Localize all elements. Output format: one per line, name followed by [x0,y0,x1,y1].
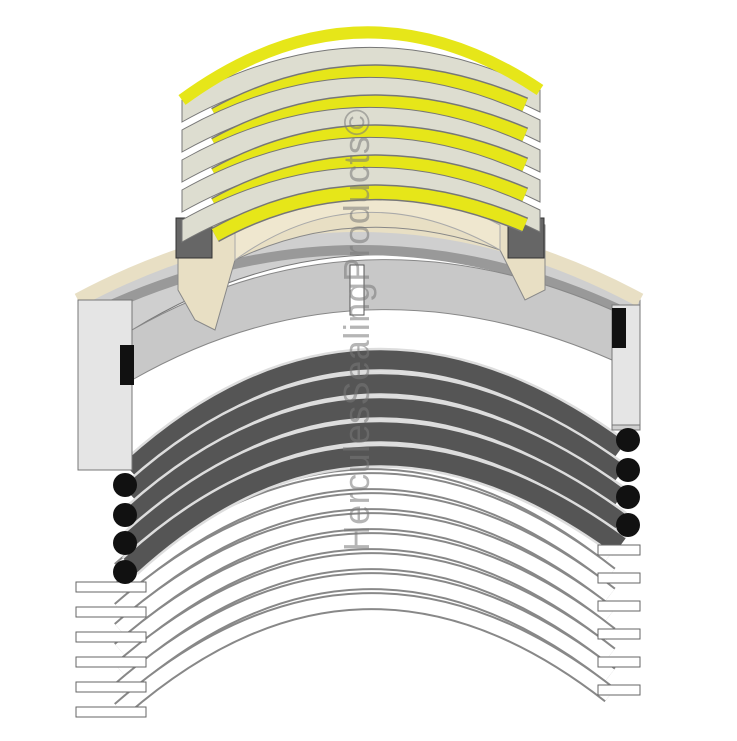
ring-cross-sections [75,299,641,718]
right-ring-section [597,684,641,696]
white-backup-rings [114,432,616,717]
dark-ring [123,422,626,550]
right-ring-section [597,572,641,584]
white-ring [115,474,615,596]
dark-ring [123,374,626,502]
left-ring-section [75,581,147,593]
dark-gray-rings [121,347,628,575]
white-ring [115,534,615,656]
o-ring-right [616,428,640,452]
white-ring [115,494,615,616]
yellow-seal-stack [178,26,544,243]
gland-slot [349,264,365,316]
right-ring-section [597,628,641,640]
yellow-ring [211,155,528,211]
black-o-rings [113,428,640,584]
o-ring-left [113,503,137,527]
yellow-ring [211,125,528,181]
yellow-ring [211,65,528,121]
white-ring [115,594,615,716]
dark-ring [123,398,626,526]
white-ring [115,554,615,676]
watermark-text: HerculesSealingProducts© [336,108,377,552]
left-ring-section [75,681,147,693]
o-ring-right [616,513,640,537]
yellow-top-rim [178,26,544,105]
white-ring [115,514,615,636]
left-seal-section [120,345,134,385]
right-ring-section [597,656,641,668]
o-ring-right [616,458,640,482]
o-ring-right [616,485,640,509]
left-ring-section [75,706,147,718]
o-ring-left [113,531,137,555]
o-ring-left [113,560,137,584]
gland-groove [97,245,623,315]
yellow-ring [211,185,528,241]
left-ring-section [75,631,147,643]
left-ring-section [75,606,147,618]
left-ring-section [75,656,147,668]
right-ring-section [597,544,641,556]
yellow-ring [211,95,528,151]
dark-ring [123,446,626,574]
o-ring-left [113,473,137,497]
right-ring-section [597,600,641,612]
right-seal-section [612,308,626,348]
white-ring [115,574,615,696]
dark-ring [123,350,626,478]
